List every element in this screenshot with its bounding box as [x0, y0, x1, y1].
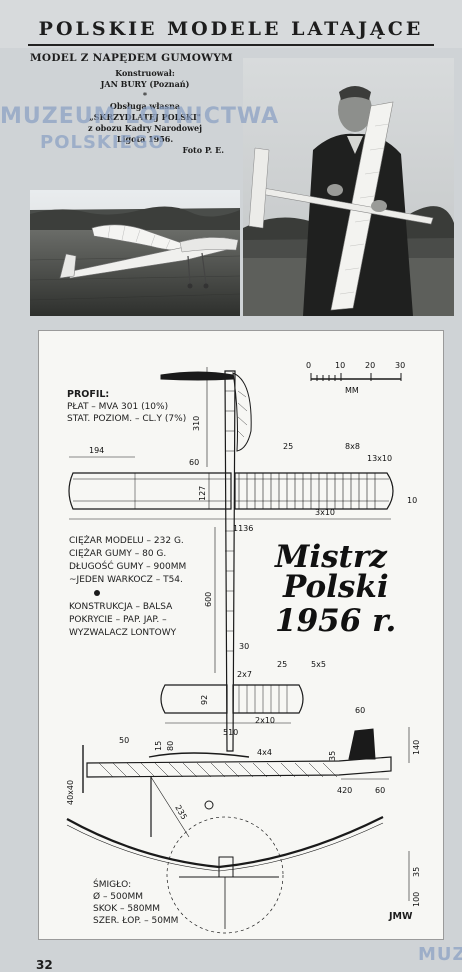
dimension-label: 60 [355, 706, 365, 715]
construction-line: POKRYCIE – PAP. JAP. – [69, 615, 167, 625]
bullet-dot [94, 590, 100, 596]
credit-line: Foto P. E. [182, 145, 224, 155]
constructor-photo [243, 58, 454, 316]
dimension-label: 5x5 [311, 660, 326, 669]
page-header: POLSKIE MODELE LATAJĄCE [0, 0, 462, 48]
construction-line: KONSTRUKCJA – BALSA [69, 602, 173, 612]
propeller-spec: Ø – 500MM [93, 891, 143, 902]
spec-line: CIĘŻAR GUMY – 80 G. [69, 548, 166, 559]
credit-line: JAN BURY (Poznań) [100, 79, 190, 89]
scale-unit: MM [345, 386, 359, 395]
propeller-spec: SKOK – 580MM [93, 904, 160, 914]
scale-tick-label: 0 [306, 361, 311, 370]
scale-tick-label: 20 [365, 361, 375, 370]
technical-drawing: 0 10 20 30 MM PROFIL: PŁAT – MVA 301 (10… [38, 330, 444, 940]
dimension-label: 194 [89, 446, 104, 455]
credit-line: * [142, 90, 148, 100]
scale-tick-label: 30 [395, 361, 405, 370]
page-number: 32 [36, 958, 53, 972]
dimension-label: 35 [328, 751, 337, 761]
dimension-label: 30 [239, 642, 249, 651]
watermark-text: MUZEUM LOTNICTWA [0, 104, 280, 129]
dimension-label: 310 [192, 416, 201, 431]
credit-line: Ligota 1956. [116, 134, 174, 144]
dimension-label: 80 [166, 741, 175, 751]
dimension-label: 600 [204, 592, 213, 607]
dimension-label: 25 [277, 660, 287, 669]
dimension-label: 100 [412, 892, 421, 907]
draftsman-signature: JMW [388, 911, 413, 922]
dimension-label: 4x4 [257, 748, 272, 757]
model-photo [30, 190, 240, 316]
spec-line: DŁUGOŚĆ GUMY – 900MM [69, 560, 186, 572]
dimension-label: 235 [173, 804, 188, 822]
champion-title: Polski [282, 569, 389, 605]
article-credits: Konstruował: JAN BURY (Poznań) * Obsługa… [60, 68, 230, 156]
scale-bar [310, 373, 402, 381]
propeller-spec: SZER. ŁOP. – 50MM [93, 916, 178, 926]
dimension-label: 13x10 [367, 454, 392, 463]
dimension-label: 2x7 [237, 670, 252, 679]
dimension-label: 10 [407, 496, 417, 505]
champion-title: Mistrz [274, 539, 388, 575]
credit-line: Obsługa własna [109, 101, 181, 111]
dimension-label: 15 [154, 741, 163, 751]
dimension-label: 3x10 [315, 508, 335, 517]
profile-stab: STAT. POZIOM. – CL.Y (7%) [67, 414, 186, 424]
dimension-label: 40x40 [66, 780, 75, 805]
credit-line: Konstruował: [115, 68, 175, 78]
dimension-label: 2x10 [255, 716, 275, 725]
dimension-label: 127 [198, 486, 207, 501]
dimension-label: 420 [337, 786, 352, 795]
dimension-label: 25 [283, 442, 293, 451]
header-rule [28, 44, 434, 46]
plan-svg: 0 10 20 30 MM PROFIL: PŁAT – MVA 301 (10… [66, 361, 421, 934]
construction-line: WYZWALACZ LONTOWY [69, 628, 177, 638]
watermark-text: POLSKIEGO [40, 132, 165, 153]
credit-line: „SKRZYDLATEJ POLSKI" [89, 112, 201, 122]
dimension-label: 92 [200, 695, 209, 705]
dimension-label: 8x8 [345, 442, 360, 451]
profile-heading: PROFIL: [67, 389, 109, 400]
page-title: POLSKIE MODELE LATAJĄCE [38, 18, 424, 40]
dimension-label: 1136 [233, 524, 253, 533]
dimension-label: 140 [412, 740, 421, 755]
propeller-spec: ŚMIGŁO: [93, 878, 131, 890]
spec-line: CIĘŻAR MODELU – 232 G. [69, 535, 184, 546]
dimension-label: 510 [223, 728, 238, 737]
dimension-label: 50 [119, 736, 129, 745]
dimension-label: 60 [375, 786, 385, 795]
article-subtitle: MODEL Z NAPĘDEM GUMOWYM [30, 52, 233, 64]
watermark-text: MUZ [418, 944, 462, 965]
champion-title: 1956 r. [275, 603, 396, 639]
dimension-label: 35 [412, 867, 421, 877]
credit-line: z obozu Kadry Narodowej [88, 123, 202, 133]
scale-tick-label: 10 [335, 361, 345, 370]
dimension-label: 60 [189, 458, 199, 467]
profile-wing: PŁAT – MVA 301 (10%) [67, 402, 168, 412]
spec-line: ~JEDEN WARKOCZ – T54. [69, 575, 183, 585]
